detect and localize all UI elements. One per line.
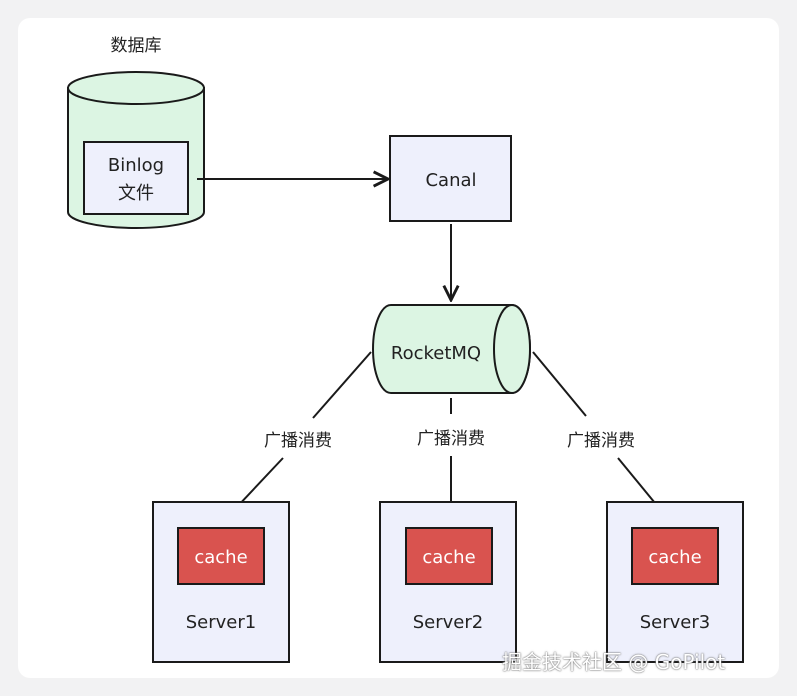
binlog-file-box	[83, 141, 189, 215]
canal-label: Canal	[425, 170, 476, 191]
database-cylinder: 数据库 Binlog 文件	[67, 36, 205, 229]
server3-cache-box	[631, 527, 719, 585]
edge-mq-to-server1: 广播消费	[220, 351, 372, 525]
rocketmq-queue: RocketMQ	[372, 304, 531, 394]
binlog-label: Binlog	[108, 155, 164, 176]
server1-label: Server1	[186, 612, 256, 633]
canal-node: Canal	[389, 135, 512, 222]
server1-node: cache Server1	[152, 501, 290, 663]
server3-label: Server3	[640, 612, 710, 633]
server1-cache-box	[177, 527, 265, 585]
server1-cache-label: cache	[194, 547, 247, 568]
rocketmq-label: RocketMQ	[391, 343, 481, 364]
server2-cache-box	[405, 527, 493, 585]
edge-label-middle: 广播消费	[417, 429, 485, 449]
server2-label: Server2	[413, 612, 483, 633]
file-label: 文件	[118, 183, 154, 204]
database-title: 数据库	[111, 36, 162, 56]
server2-node: cache Server2	[379, 501, 517, 663]
server3-cache-label: cache	[648, 547, 701, 568]
edge-mq-to-server3: 广播消费	[532, 351, 673, 525]
server3-node: cache Server3	[606, 501, 744, 663]
watermark-text: 掘金技术社区 @ GoPilot	[502, 650, 726, 674]
edge-label-right: 广播消费	[567, 431, 635, 451]
server2-cache-label: cache	[422, 547, 475, 568]
edge-label-left: 广播消费	[264, 431, 332, 451]
